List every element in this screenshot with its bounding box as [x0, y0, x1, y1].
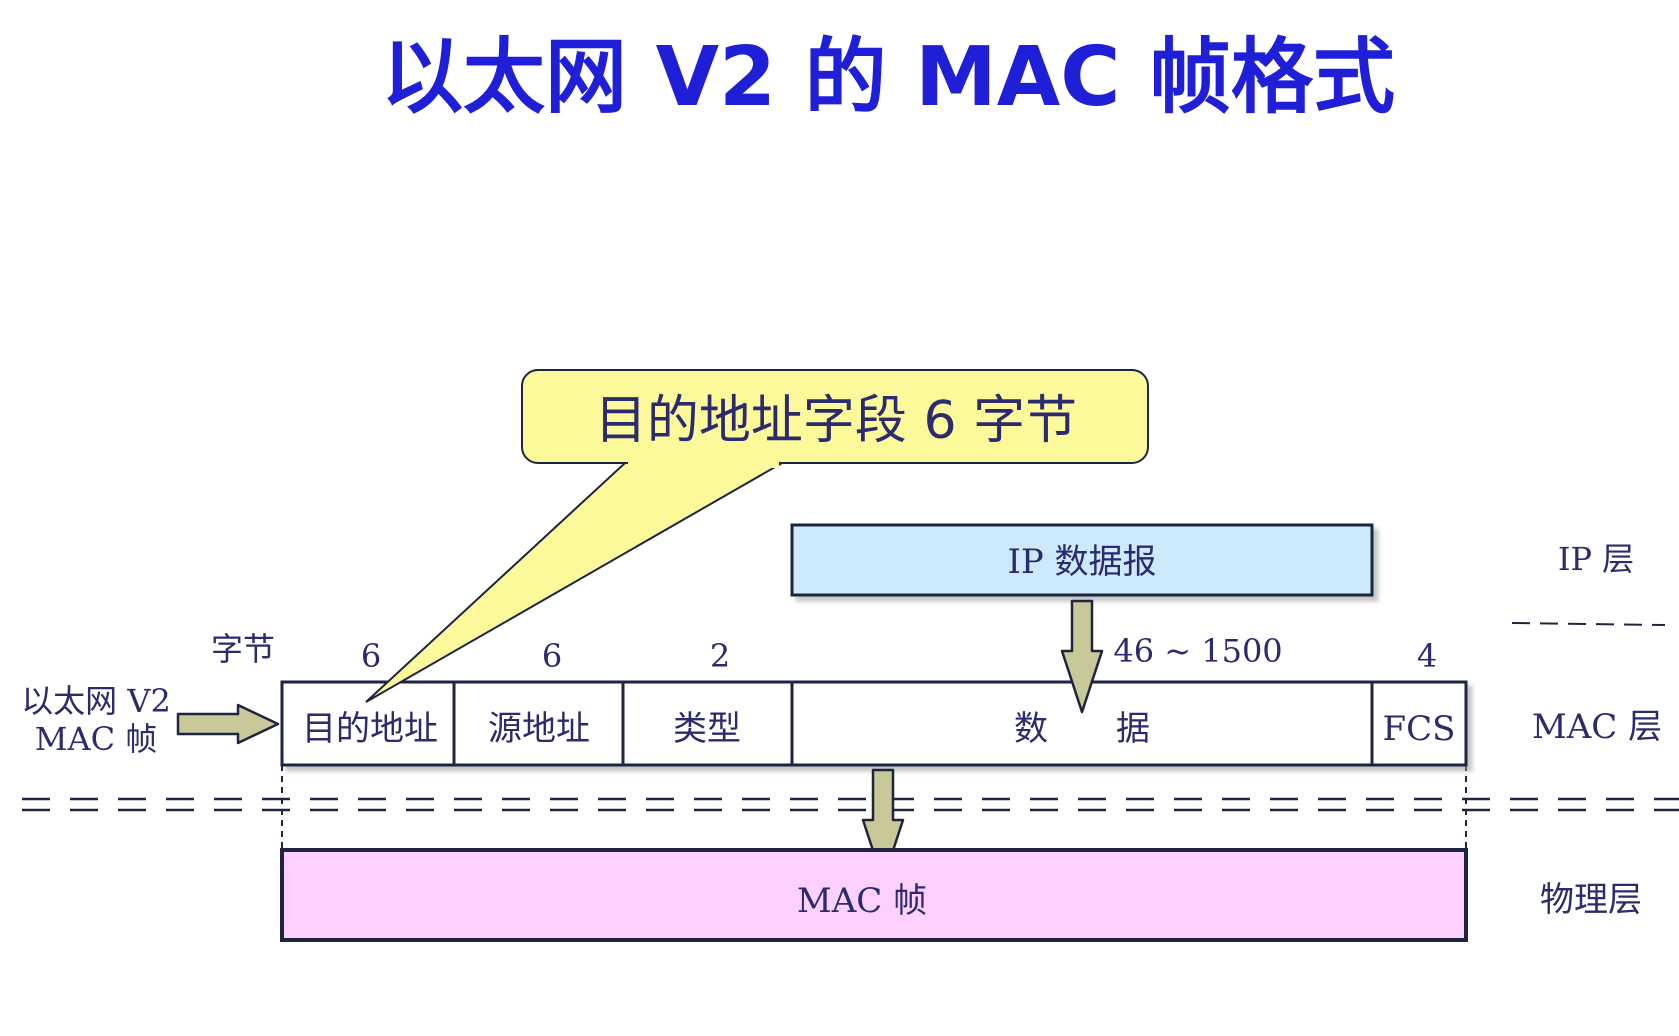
- input-label-line2: MAC 帧: [35, 720, 158, 758]
- field-size-dest-address: 6: [361, 637, 381, 675]
- callout-box: [521, 369, 1149, 464]
- field-label-source-address: 源地址: [488, 709, 590, 749]
- field-size-fcs: 4: [1417, 637, 1437, 675]
- page-title: 以太网 V2 的 MAC 帧格式: [381, 30, 1395, 125]
- unit-label: 字节: [211, 630, 275, 668]
- field-label-type: 类型: [673, 709, 741, 749]
- callout-balloon: 目的地址字段 6 字节: [365, 369, 1149, 703]
- field-label-fcs: FCS: [1383, 709, 1456, 749]
- down-arrow-icon: [1060, 599, 1104, 714]
- mac-frame-row: 目的地址 源地址 类型 数 据 FCS: [280, 680, 1468, 767]
- physical-frame-label: MAC 帧: [797, 881, 927, 921]
- field-label-dest-address: 目的地址: [302, 709, 438, 749]
- field-size-data: 46 ~ 1500: [1113, 632, 1282, 670]
- ip-datagram-label: IP 数据报: [1007, 542, 1156, 582]
- input-label-line1: 以太网 V2: [21, 682, 171, 720]
- layer-label-physical: 物理层: [1540, 880, 1642, 920]
- field-size-type: 2: [710, 637, 730, 675]
- layer-label-ip: IP 层: [1558, 540, 1634, 578]
- right-arrow-icon: [176, 703, 280, 745]
- ip-datagram-box: IP 数据报: [790, 523, 1374, 597]
- field-size-source-address: 6: [542, 637, 562, 675]
- physical-frame-box: MAC 帧: [280, 848, 1468, 942]
- mac-frame-outline: [280, 680, 1468, 767]
- ip-mac-divider: [1511, 622, 1666, 626]
- callout-text: 目的地址字段 6 字节: [595, 391, 1077, 451]
- layer-label-mac: MAC 层: [1532, 707, 1662, 747]
- field-label-data: 数 据: [1014, 709, 1150, 749]
